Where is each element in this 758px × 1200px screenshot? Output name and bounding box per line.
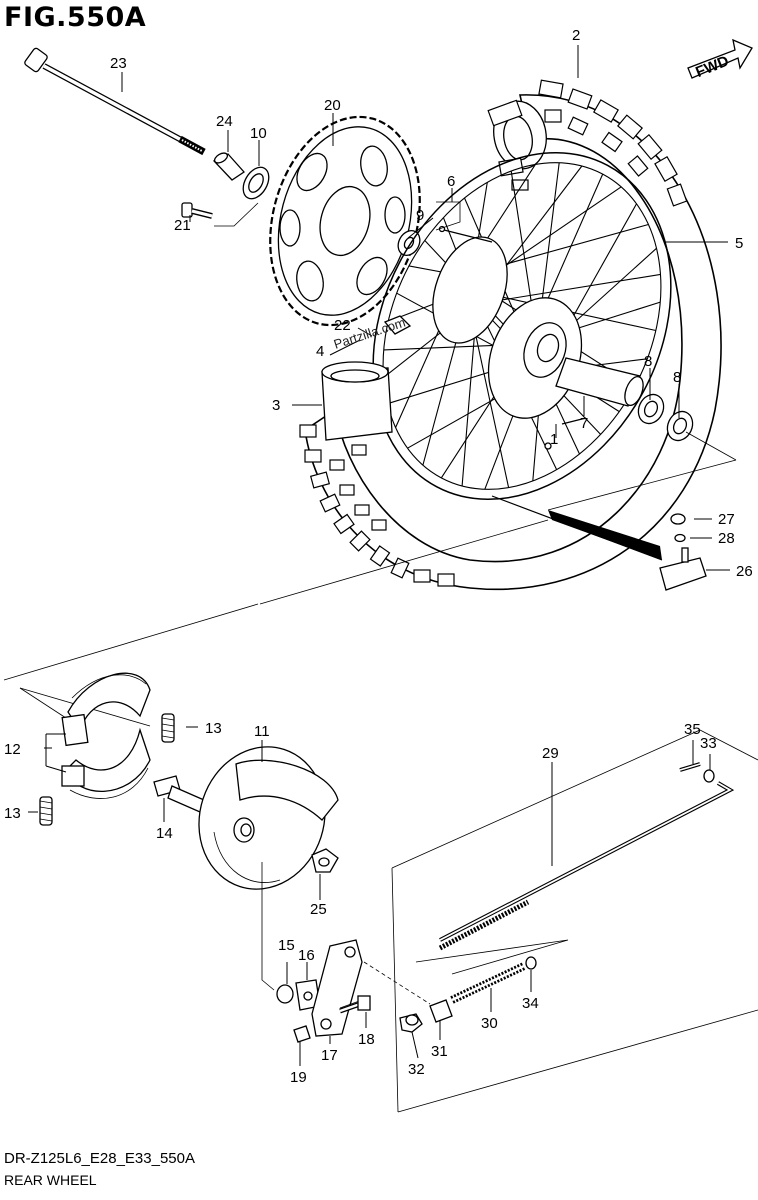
hub-bearing-1 (637, 393, 665, 425)
rear-sprocket (269, 115, 421, 327)
callout-29: 29 (542, 745, 559, 762)
callout-13a: 13 (205, 720, 222, 737)
callout-34: 34 (522, 995, 539, 1012)
callout-24: 24 (216, 113, 233, 130)
axle-shaft (24, 47, 206, 156)
callout-33: 33 (700, 735, 717, 752)
callout-30: 30 (481, 1015, 498, 1032)
callout-14: 14 (156, 825, 173, 842)
rear-tire (299, 79, 722, 590)
callout-26: 26 (736, 563, 753, 580)
sprocket-nut (383, 315, 412, 335)
callout-32: 32 (408, 1061, 425, 1078)
callout-3: 3 (272, 397, 280, 414)
callout-1: 1 (550, 431, 558, 448)
valve-washer (674, 533, 686, 543)
callout-19: 19 (290, 1069, 307, 1086)
callout-13b: 13 (4, 805, 21, 822)
brake-panel-nut (311, 848, 339, 873)
callout-16: 16 (298, 947, 315, 964)
oil-seal (242, 166, 270, 200)
spoke-sample (443, 229, 493, 243)
fwd-arrow-icon: FWD (687, 38, 753, 82)
spoke (476, 273, 661, 305)
rear-hub (432, 236, 583, 419)
o-ring (276, 984, 294, 1004)
callout-31: 31 (431, 1043, 448, 1060)
lever-nut (293, 1025, 311, 1043)
callout-27: 27 (718, 511, 735, 528)
callout-numbers: 2 23 20 24 10 6 9 21 5 22 4 8 8 3 7 1 27… (4, 27, 753, 1086)
brake-shoe-lower (61, 727, 151, 799)
fwd-label: FWD (693, 53, 731, 82)
figure-title: FIG.550A (4, 2, 147, 33)
brake-shoe-upper (61, 672, 151, 747)
callout-9: 9 (416, 207, 424, 224)
lever-bolt (339, 995, 371, 1014)
callout-10: 10 (250, 125, 267, 142)
callout-11: 11 (254, 723, 270, 740)
hub-bearing-2 (666, 410, 694, 442)
callout-6: 6 (447, 173, 455, 190)
spoke-nipple-bottom (544, 442, 552, 450)
rim-band (321, 361, 393, 441)
callout-2: 2 (572, 27, 580, 44)
sprocket-bolt (181, 202, 213, 219)
diagram-name: REAR WHEEL (4, 1172, 97, 1188)
model-code: DR-Z125L6_E28_E33_550A (4, 1150, 195, 1167)
callout-23: 23 (110, 55, 127, 72)
callout-7: 7 (580, 415, 588, 432)
callout-22: 22 (334, 317, 351, 334)
callout-18: 18 (358, 1031, 375, 1048)
callout-25: 25 (310, 901, 327, 918)
spoke-nipple-sample (561, 417, 587, 425)
valve-cap-nut (670, 513, 686, 525)
callout-35: 35 (684, 721, 701, 738)
hub-collar (555, 357, 644, 407)
callout-8a: 8 (644, 353, 652, 370)
brake-cam-lever (311, 939, 363, 1037)
callout-5: 5 (735, 235, 743, 252)
axle-spacer (212, 152, 245, 181)
brake-panel (198, 746, 339, 890)
callout-15: 15 (278, 937, 295, 954)
brake-spring-upper (161, 713, 175, 743)
callout-17: 17 (321, 1047, 338, 1064)
callout-28: 28 (718, 530, 735, 547)
lower-leader-lines (28, 726, 711, 1066)
callout-20: 20 (324, 97, 341, 114)
bearing-left-inner (403, 236, 415, 250)
brake-rod-box (391, 729, 758, 1113)
callout-12: 12 (4, 741, 21, 758)
callout-4: 4 (316, 343, 324, 360)
callout-8b: 8 (673, 369, 681, 386)
brake-spring-lower (39, 796, 53, 826)
callout-21: 21 (174, 217, 191, 234)
leader-bolt-to-sprocket (214, 202, 259, 227)
brake-camshaft (153, 775, 205, 813)
upper-leader-lines (3, 45, 737, 681)
rim-lock (659, 547, 707, 591)
